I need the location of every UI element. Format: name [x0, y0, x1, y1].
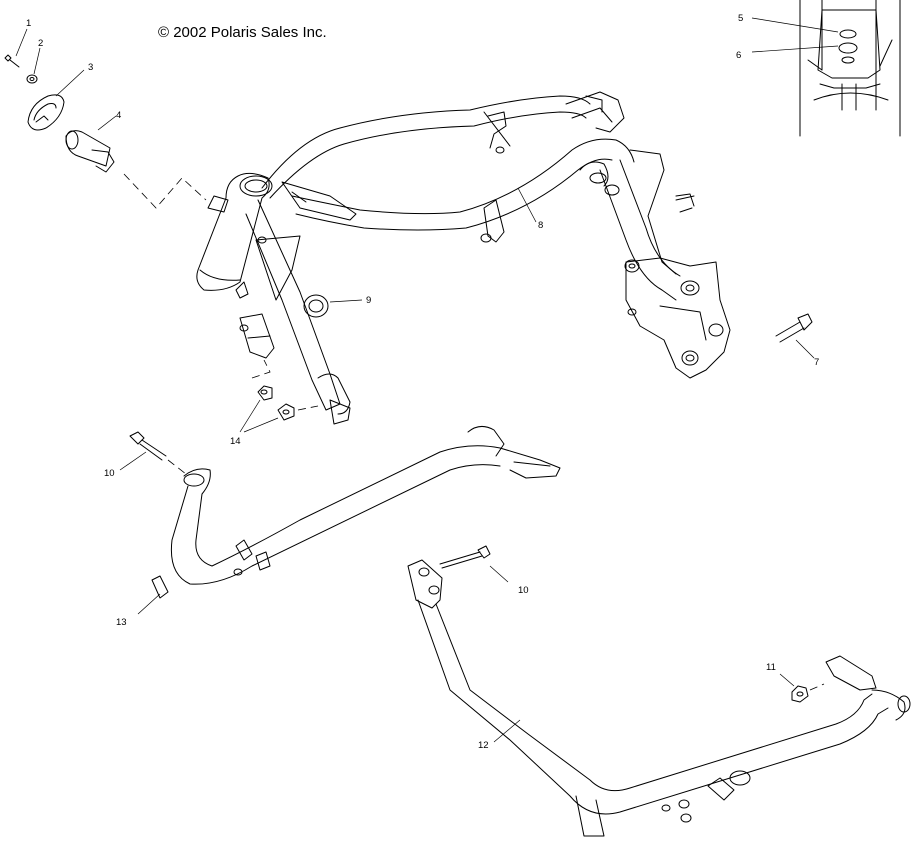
part-12-lower-rail [407, 559, 911, 837]
part-9-grommet [303, 294, 363, 318]
part-7-bolt [775, 313, 815, 359]
callouts: 1 2 3 4 5 6 7 8 9 10 10 11 12 13 14 [26, 13, 819, 751]
callout-4: 4 [116, 110, 121, 121]
callout-13: 13 [116, 617, 127, 628]
part-8-main-frame [196, 91, 731, 425]
part-10-bolt-right [439, 545, 509, 583]
callout-7: 7 [814, 357, 819, 368]
callout-9: 9 [366, 295, 371, 306]
copyright-notice: © 2002 Polaris Sales Inc. [158, 24, 327, 41]
part-14-nuts [239, 359, 319, 433]
part-10-bolt-left [119, 431, 187, 475]
part-1-screw [4, 28, 28, 68]
callout-3: 3 [88, 62, 93, 73]
callout-1: 1 [26, 18, 31, 29]
callout-5: 5 [738, 13, 743, 24]
callout-11: 11 [766, 662, 776, 673]
part-11-nut [779, 673, 825, 703]
callout-6: 6 [736, 50, 741, 61]
callout-10-left: 10 [104, 468, 115, 479]
part-4-plug [65, 115, 207, 209]
part-3-cover-plate [27, 69, 85, 131]
part-2-washer [26, 47, 41, 84]
part-13-front-tube [137, 426, 561, 615]
callout-10-right: 10 [518, 585, 529, 596]
callout-2: 2 [38, 38, 43, 49]
callout-8: 8 [538, 220, 543, 231]
callout-14: 14 [230, 436, 241, 447]
callout-12: 12 [478, 740, 489, 751]
inset-detail [751, 0, 901, 137]
